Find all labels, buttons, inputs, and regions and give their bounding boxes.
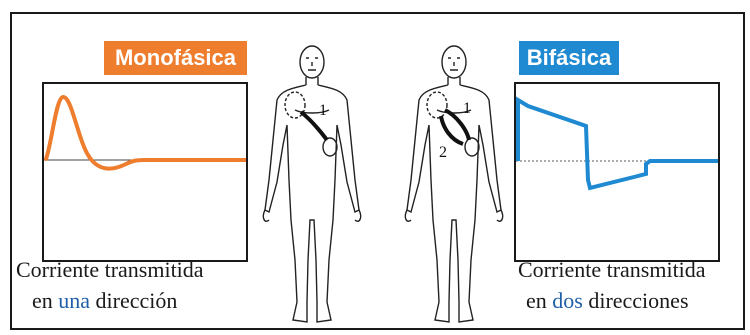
current-path-marker-1: 1 [463,100,471,117]
biphasic-caption-line1: Corriente transmitida [518,254,706,285]
biphasic-waveform [518,100,718,188]
biphasic-caption: Corriente transmitida en dos direcciones [518,254,706,316]
biphasic-badge: Bifásica [519,41,619,75]
biphasic-caption-line2: en dos direcciones [518,285,706,316]
current-path-marker-2: 2 [439,144,447,161]
biphasic-waveform-plot [514,82,720,262]
monophasic-caption-highlight: una [58,288,90,313]
monophasic-caption-line1: Corriente transmitida [16,254,204,285]
monophasic-waveform-plot [42,82,248,262]
monophasic-waveform [46,97,246,169]
monophasic-caption: Corriente transmitida en una dirección [16,254,204,316]
current-path-marker: 1 [319,102,327,119]
human-figure-right: 1 2 [397,40,512,330]
biphasic-caption-highlight: dos [552,288,583,313]
monophasic-badge: Monofásica [104,41,247,75]
human-figure-left: 1 [255,40,370,330]
monophasic-caption-line2: en una dirección [16,285,204,316]
